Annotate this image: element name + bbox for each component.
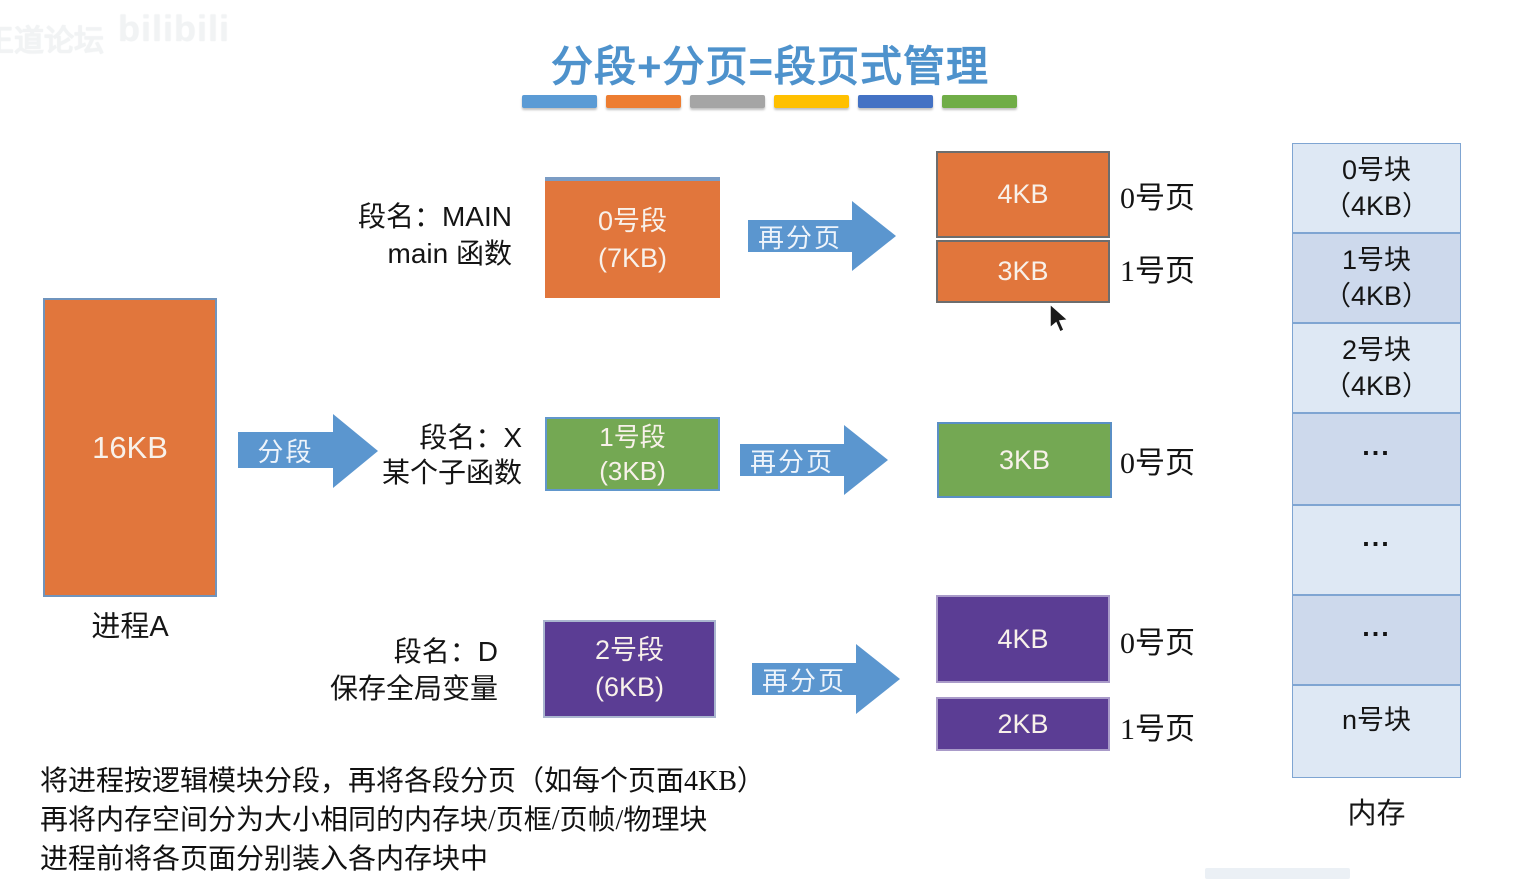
page-label-2-0: 0号页	[1120, 627, 1195, 660]
watermark-forum-text: 王道论坛	[0, 25, 104, 58]
page-box-2-0: 4KB	[936, 595, 1110, 683]
legend-bar-gray	[690, 95, 765, 108]
page-label-2-1: 1号页	[1120, 713, 1195, 746]
process-name-label: 进程A	[91, 611, 169, 643]
memory-cell-0: 0号块 （4KB）	[1292, 143, 1461, 233]
segment-box-1: 1号段 (3KB)	[545, 417, 720, 491]
page-size: 4KB	[997, 179, 1049, 209]
memory-cell-3: ...	[1292, 413, 1461, 505]
memory-cell-1: 1号块 （4KB）	[1292, 233, 1461, 323]
repage-arrow-label: 再分页	[757, 222, 842, 253]
segment-size: (3KB)	[599, 456, 666, 486]
process-box: 16KB	[43, 298, 217, 597]
segment-title: 2号段	[594, 635, 665, 665]
page-label-1-0: 0号页	[1120, 447, 1195, 480]
segment-name-line1: 段名：MAIN	[357, 201, 512, 232]
repage-arrow-label: 再分页	[749, 446, 834, 477]
repage-arrow-label: 再分页	[761, 665, 846, 696]
segment-name-line1: 段名：D	[393, 636, 498, 667]
memory-cell-line1: 1号块	[1341, 245, 1412, 275]
process-size-label: 16KB	[92, 429, 168, 465]
memory-cell-6: n号块	[1292, 685, 1461, 778]
segment-box-2: 2号段 (6KB)	[543, 620, 716, 718]
legend-bar-dark-blue	[858, 95, 933, 108]
memory-cell-line1: n号块	[1341, 705, 1412, 735]
page-label-0-0: 0号页	[1120, 182, 1195, 215]
bilibili-logo: bilibili	[118, 8, 230, 49]
right-arrow-icon	[740, 425, 888, 495]
memory-cell-line2: （4KB）	[1323, 191, 1430, 221]
watermark-bottom-smudge	[1205, 868, 1350, 879]
footer-note: 将进程按逻辑模块分段，再将各段分页（如每个页面4KB） 再将内存空间分为大小相同…	[40, 762, 960, 879]
segment-name-line1: 段名：X	[419, 422, 522, 453]
mouse-cursor-icon	[1049, 303, 1070, 334]
segmentation-arrow-label: 分段	[257, 436, 314, 467]
segment-name-label-1: 段名：X 某个子函数	[332, 420, 522, 490]
footer-line-3: 进程前将各页面分别装入各内存块中	[40, 844, 489, 875]
memory-cell-line2: （4KB）	[1323, 281, 1430, 311]
memory-cell-line1: ...	[1362, 612, 1391, 642]
repage-arrow-2: 再分页	[752, 644, 900, 714]
repage-arrow-1: 再分页	[740, 425, 888, 495]
segment-title: 0号段	[597, 205, 668, 236]
segment-name-label-0: 段名：MAIN main 函数	[312, 198, 512, 272]
footer-line-2: 再将内存空间分为大小相同的内存块/页框/页帧/物理块	[40, 805, 708, 836]
segment-name-line2: 某个子函数	[381, 457, 522, 488]
footer-line-1: 将进程按逻辑模块分段，再将各段分页（如每个页面4KB）	[40, 766, 765, 797]
memory-caption: 内存	[1347, 798, 1406, 830]
memory-cell-line1: 0号块	[1341, 155, 1412, 185]
memory-cell-line1: 2号块	[1341, 335, 1412, 365]
segment-size: (6KB)	[594, 672, 665, 702]
page-size: 3KB	[997, 256, 1049, 286]
memory-cell-5: ...	[1292, 595, 1461, 685]
legend-bar-blue	[522, 95, 597, 108]
memory-cell-2: 2号块 （4KB）	[1292, 323, 1461, 413]
page-box-0-0: 4KB	[936, 151, 1110, 238]
segment-name-label-2: 段名：D 保存全局变量	[312, 633, 498, 707]
right-arrow-icon	[748, 201, 896, 271]
page-label-0-1: 1号页	[1120, 255, 1195, 288]
memory-cell-line1: ...	[1362, 431, 1391, 461]
page-size: 4KB	[997, 623, 1049, 654]
page-size: 3KB	[998, 444, 1051, 475]
page-box-1-0: 3KB	[937, 422, 1112, 498]
segment-name-line2: 保存全局变量	[329, 673, 498, 704]
page-size: 2KB	[997, 708, 1049, 739]
right-arrow-icon	[238, 414, 378, 488]
segmentation-arrow: 分段	[238, 414, 378, 488]
page-title: 分段+分页=段页式管理	[550, 43, 990, 90]
legend-bar-green	[942, 95, 1017, 108]
memory-cell-4: ...	[1292, 505, 1461, 595]
page-box-2-1: 2KB	[936, 697, 1110, 751]
legend-bar-orange	[606, 95, 681, 108]
repage-arrow-0: 再分页	[748, 201, 896, 271]
segment-size: (7KB)	[597, 242, 668, 273]
page-box-0-1: 3KB	[936, 240, 1110, 303]
memory-cell-line1: ...	[1362, 522, 1391, 552]
memory-cell-line2: （4KB）	[1323, 371, 1430, 401]
right-arrow-icon	[752, 644, 900, 714]
legend-bar-yellow	[774, 95, 849, 108]
segment-title: 1号段	[599, 422, 666, 452]
segment-name-line2: main 函数	[387, 238, 512, 269]
segment-box-0: 0号段 (7KB)	[545, 177, 720, 298]
